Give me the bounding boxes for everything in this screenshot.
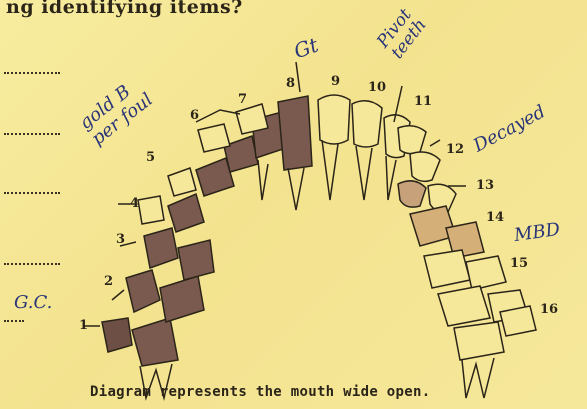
- tooth-outline: [236, 104, 268, 134]
- tooth-number: 7: [238, 92, 247, 107]
- gold-tooth: [144, 228, 178, 268]
- tooth-outline: [410, 152, 440, 181]
- tooth-number: 14: [486, 210, 504, 225]
- tooth-number: 16: [540, 302, 558, 317]
- tooth-outline: [398, 126, 426, 154]
- incisor-root: [386, 156, 396, 200]
- tooth-outline: [500, 306, 536, 336]
- leader-line: [112, 290, 124, 300]
- diagram-caption: Diagram represents the mouth wide open.: [90, 384, 430, 400]
- tooth-outline: [454, 322, 504, 360]
- tooth-number: 2: [104, 274, 113, 289]
- tooth-number: 1: [79, 318, 88, 333]
- incisor-root: [322, 140, 338, 200]
- tooth-outline: [424, 250, 470, 288]
- incisor-outline: [352, 101, 382, 147]
- tooth-outline: [438, 286, 490, 326]
- tooth-number: 4: [130, 196, 139, 211]
- root-outline: [462, 358, 494, 398]
- tooth-outline: [198, 124, 230, 152]
- tooth-number: 8: [286, 76, 295, 91]
- tooth-number: 13: [476, 178, 494, 193]
- decayed-tooth: [398, 181, 426, 207]
- tooth-number: 11: [414, 94, 432, 109]
- tooth-number: 12: [446, 142, 464, 157]
- gold-tooth: [126, 270, 160, 312]
- gold-tooth: [168, 194, 204, 232]
- tooth-number: 15: [510, 256, 528, 271]
- gold-tooth: [178, 240, 214, 280]
- incisor-root: [288, 168, 304, 210]
- tooth-outline: [466, 256, 506, 290]
- handwritten-note-gc: G.C.: [14, 292, 52, 313]
- leader-line: [196, 110, 240, 122]
- incisor-root: [258, 160, 268, 200]
- gold-tooth: [132, 318, 178, 366]
- gold-tooth: [278, 96, 312, 170]
- tooth-number: 10: [368, 80, 386, 95]
- tooth-number: 5: [146, 150, 155, 165]
- tooth-number: 6: [190, 108, 199, 123]
- tooth-number: 9: [331, 74, 340, 89]
- tooth-outline: [168, 168, 196, 196]
- gold-tooth: [160, 276, 204, 322]
- leader-line: [430, 140, 440, 146]
- leader-line: [296, 62, 300, 92]
- incisor-root: [356, 146, 372, 200]
- gold-tooth: [102, 318, 132, 352]
- tooth-outline: [138, 196, 164, 224]
- incisor-outline: [318, 95, 350, 144]
- tooth-number: 3: [116, 232, 125, 247]
